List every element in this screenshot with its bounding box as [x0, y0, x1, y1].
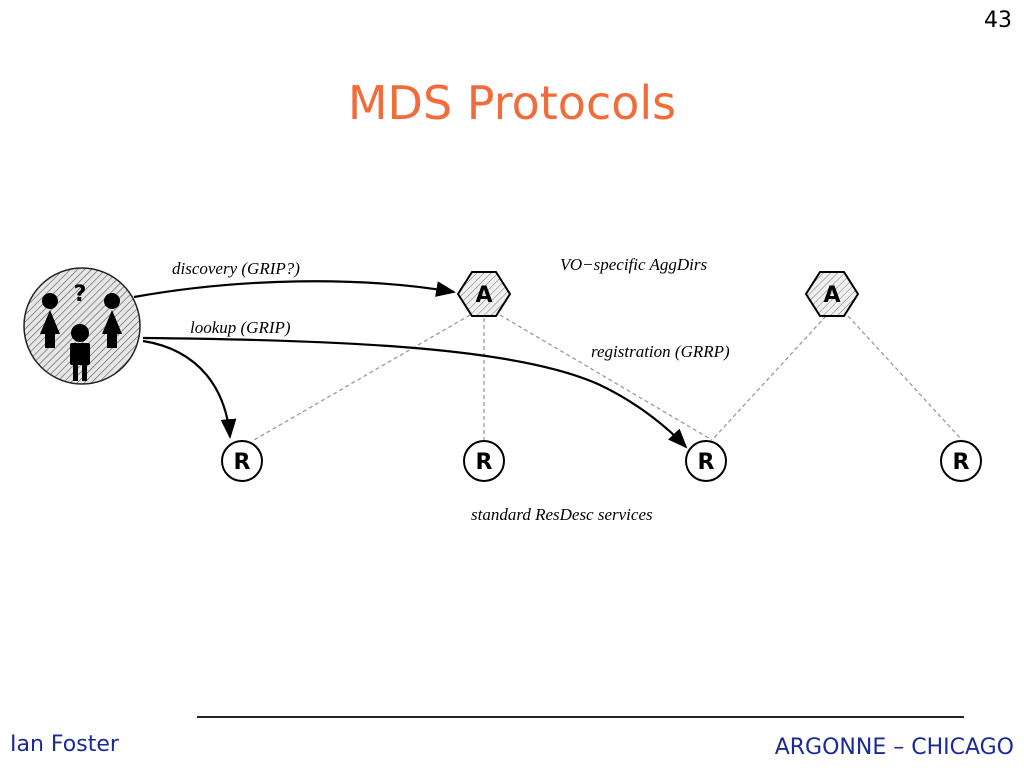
- lookup-arrow: [142, 336, 688, 449]
- svg-text:R: R: [234, 450, 251, 475]
- aggdirs-label: VO−specific AggDirs: [560, 255, 707, 274]
- lookup-label: lookup (GRIP): [190, 318, 291, 337]
- link-a2-r3: [711, 315, 827, 441]
- query-arrows: [133, 280, 688, 449]
- aggregate-directory-1: A: [456, 271, 512, 317]
- circle-icon: [940, 440, 982, 482]
- discovery-arrow: [133, 280, 456, 299]
- resource-service-1: R: [221, 440, 263, 482]
- link-a2-r4: [847, 315, 963, 441]
- direct-arrow: [142, 339, 237, 439]
- circle-icon: [463, 440, 505, 482]
- slide-title: MDS Protocols: [347, 76, 677, 130]
- link-a1-r3: [499, 314, 713, 441]
- hexagon-icon: [456, 271, 512, 317]
- svg-text:R: R: [698, 450, 715, 475]
- slide-number: 43: [984, 8, 1012, 33]
- footer-affiliation: ARGONNE – CHICAGO: [774, 735, 1014, 760]
- circle-icon: [221, 440, 263, 482]
- hexagon-icon: [804, 271, 860, 317]
- resource-service-2: R: [463, 440, 505, 482]
- registration-links: [253, 314, 963, 441]
- user-group-icon: ?: [23, 267, 141, 385]
- resource-service-4: R: [940, 440, 982, 482]
- footer-author: Ian Foster: [10, 732, 119, 757]
- svg-text:R: R: [476, 450, 493, 475]
- svg-text:R: R: [953, 450, 970, 475]
- question-mark: ?: [74, 282, 87, 307]
- registration-label: registration (GRRP): [591, 342, 730, 361]
- svg-text:A: A: [823, 283, 840, 308]
- circle-icon: [685, 440, 727, 482]
- discovery-label: discovery (GRIP?): [172, 259, 300, 278]
- svg-text:A: A: [475, 283, 492, 308]
- footer-divider: [197, 716, 964, 718]
- resource-service-3: R: [685, 440, 727, 482]
- aggregate-directory-2: A: [804, 271, 860, 317]
- resdesc-label: standard ResDesc services: [471, 505, 653, 524]
